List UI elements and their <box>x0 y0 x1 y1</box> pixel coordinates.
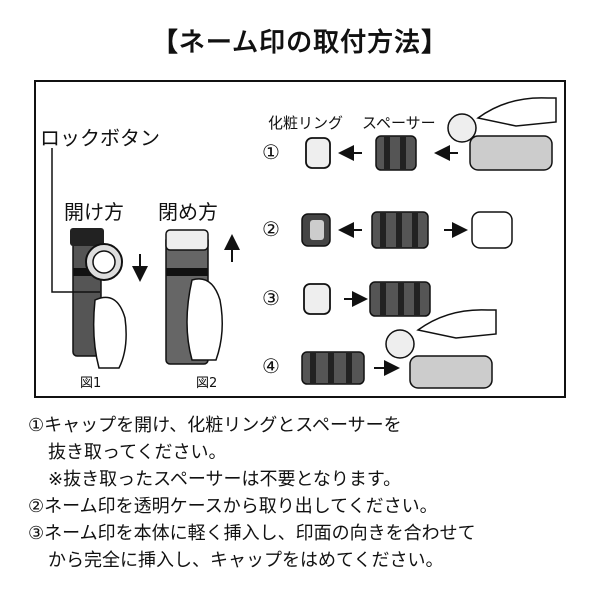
open-method-label: 開け方 <box>64 200 124 224</box>
spacer-label: スペーサー <box>362 114 436 132</box>
step3-illustration <box>303 281 431 317</box>
lock-button-label: ロックボタン <box>40 126 160 150</box>
figure1-stamp-open <box>70 228 148 369</box>
instruction-line-2: 抜き取ってください。 <box>48 442 227 463</box>
instruction-note: ※抜き取ったスペーサーは不要となります。 <box>48 469 402 490</box>
instruction-line-3: ②ネーム印を透明ケースから取り出してください。 <box>28 496 438 517</box>
step2-illustration <box>301 211 513 249</box>
step4-illustration <box>301 309 497 389</box>
step-number-4: ④ <box>262 354 280 378</box>
instruction-line-4: ③ネーム印を本体に軽く挿入し、印面の向きを合わせて <box>28 523 476 544</box>
step-number-2: ② <box>262 217 280 241</box>
figure1-label: 図1 <box>80 376 102 391</box>
decorative-ring-label: 化粧リング <box>268 114 344 132</box>
lock-button-pointer <box>51 148 100 293</box>
instruction-line-5: から完全に挿入し、キャップをはめてください。 <box>48 550 444 571</box>
step-number-1: ① <box>262 140 280 164</box>
instruction-line-1: ①キャップを開け、化粧リングとスペーサーを <box>28 415 402 436</box>
step-number-3: ③ <box>262 286 280 310</box>
figure2-label: 図2 <box>196 376 218 391</box>
close-method-label: 閉め方 <box>158 200 218 224</box>
figure2-stamp-close <box>165 229 240 365</box>
diagram-panel <box>34 80 566 398</box>
page-title: 【ネーム印の取付方法】 <box>151 28 449 58</box>
step1-illustration <box>305 97 557 171</box>
